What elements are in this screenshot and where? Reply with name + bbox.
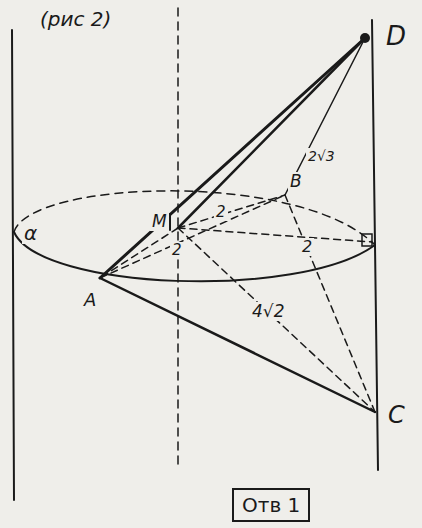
- answer-box: Отв 1: [232, 488, 310, 522]
- point-label: 2√3: [306, 148, 337, 164]
- point-label: 2: [300, 238, 314, 256]
- point-label: B: [288, 172, 304, 191]
- point-label: A: [82, 290, 98, 310]
- point-label: D: [384, 22, 408, 50]
- point-label: 4√2: [250, 302, 286, 321]
- point-label: α: [22, 222, 39, 244]
- point-label: (рис 2): [38, 8, 113, 30]
- point-label: M: [150, 212, 169, 231]
- point-label: C: [386, 402, 407, 428]
- point-label: 2: [214, 204, 228, 221]
- point-label: 2: [170, 242, 184, 259]
- answer-text: Отв 1: [242, 493, 300, 517]
